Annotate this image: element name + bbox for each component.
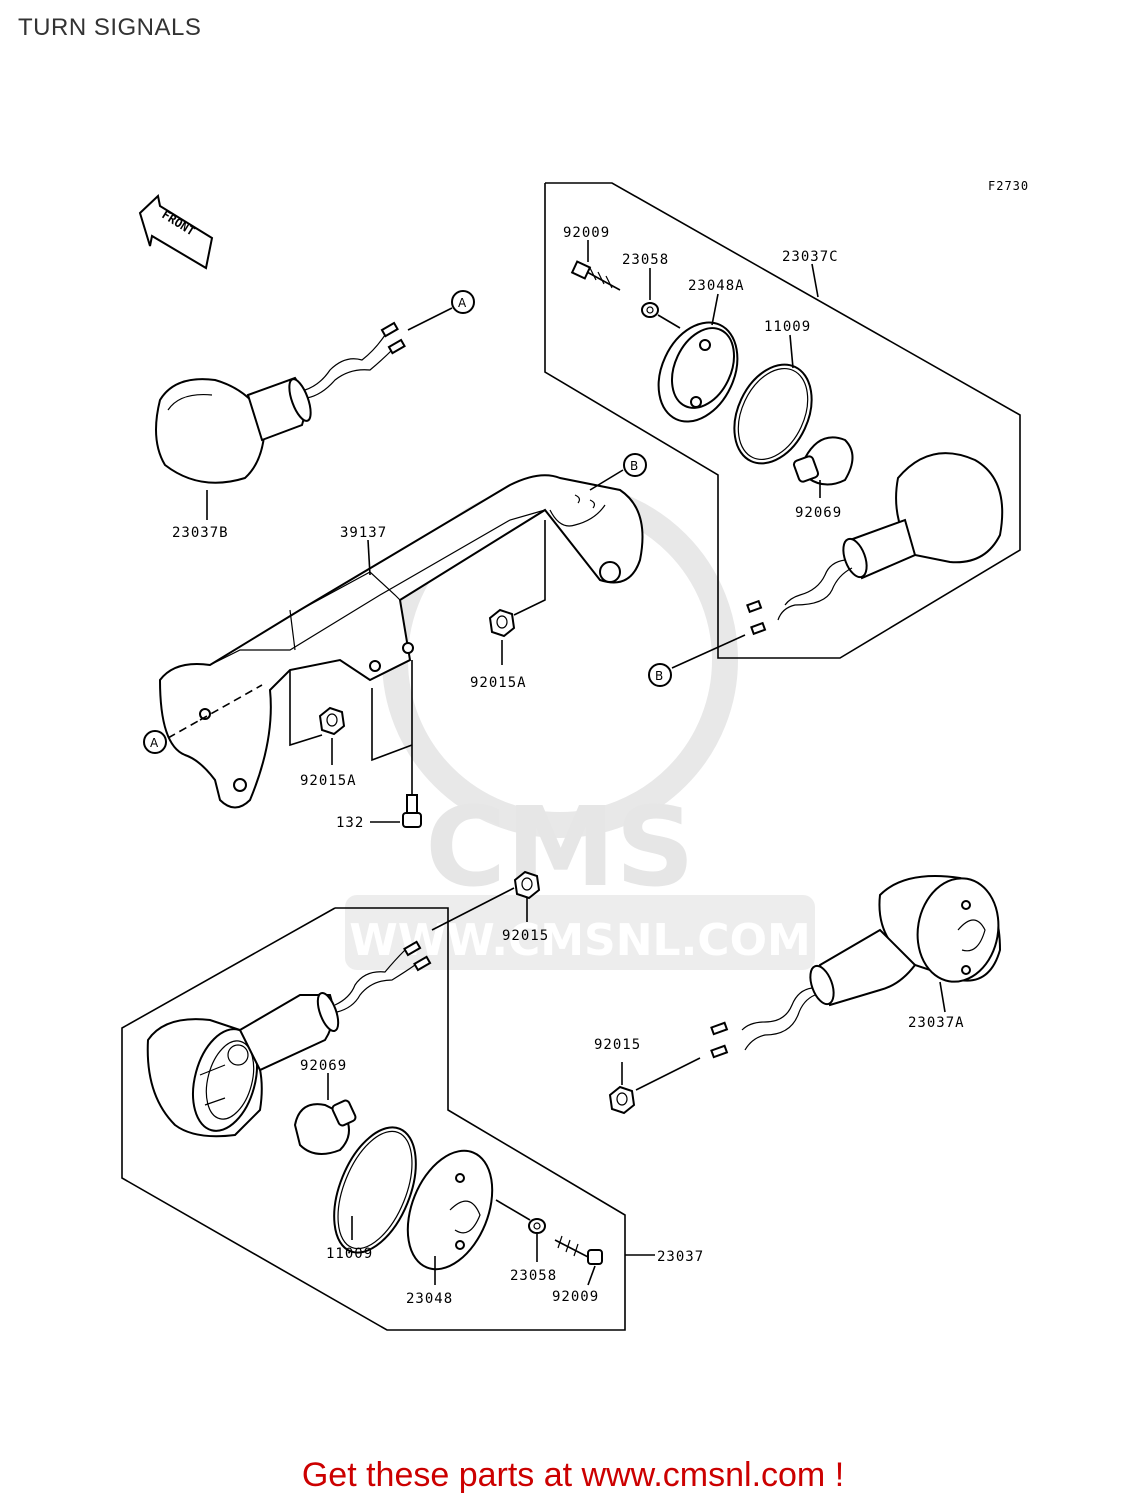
label-11009-bottom: 11009 bbox=[326, 1246, 373, 1262]
ref-b-right-label: B bbox=[655, 669, 663, 683]
bolt-132 bbox=[402, 794, 422, 828]
nut-92015a-left bbox=[318, 706, 346, 736]
lamp-23037a bbox=[710, 875, 1002, 1059]
label-39137: 39137 bbox=[340, 525, 387, 541]
leader-23037c bbox=[811, 263, 819, 298]
bulb-92069-bottom bbox=[293, 1099, 357, 1155]
label-92015a-left: 92015A bbox=[300, 773, 357, 789]
screw-92009-top bbox=[570, 260, 621, 291]
label-23037b: 23037B bbox=[172, 525, 229, 541]
lens-23048 bbox=[406, 1149, 494, 1271]
label-92015-mid: 92015 bbox=[502, 928, 549, 944]
screw-92009-bottom bbox=[554, 1235, 603, 1265]
nut-92015a-right bbox=[488, 608, 516, 638]
label-11009-top: 11009 bbox=[764, 319, 811, 335]
label-23058-bottom: 23058 bbox=[510, 1268, 557, 1284]
label-92009-top: 92009 bbox=[563, 225, 610, 241]
label-92069-top: 92069 bbox=[795, 505, 842, 521]
label-92015-lower: 92015 bbox=[594, 1037, 641, 1053]
label-92015a-right: 92015A bbox=[470, 675, 527, 691]
ref-marker-a-left bbox=[143, 730, 167, 754]
figure-code: F2730 bbox=[988, 179, 1029, 193]
ref-a-top-label: A bbox=[458, 296, 467, 310]
washer-23058-bottom bbox=[528, 1218, 546, 1234]
ref-marker-a-top bbox=[451, 290, 475, 314]
bulb-92069-top bbox=[792, 436, 854, 486]
page-title: TURN SIGNALS bbox=[18, 14, 202, 41]
label-23037a: 23037A bbox=[908, 1015, 965, 1031]
group-outline-23037 bbox=[121, 907, 626, 1331]
label-92009-bottom: 92009 bbox=[552, 1289, 599, 1305]
lamp-23037b bbox=[155, 321, 406, 484]
washer-23058-top bbox=[641, 302, 659, 318]
label-23037c: 23037C bbox=[782, 249, 839, 265]
ref-b-top-label: B bbox=[630, 459, 638, 473]
seal-ring-11009-bottom bbox=[333, 1126, 417, 1254]
label-92069-bottom: 92069 bbox=[300, 1058, 347, 1074]
lamp-23037c bbox=[746, 452, 1004, 636]
ref-marker-b-top bbox=[623, 453, 647, 477]
label-23058-top: 23058 bbox=[622, 252, 669, 268]
label-23048: 23048 bbox=[406, 1291, 453, 1307]
ref-a-left-label: A bbox=[150, 736, 159, 750]
label-132: 132 bbox=[336, 815, 364, 831]
front-arrow-icon: FRONT bbox=[138, 194, 214, 270]
label-23037: 23037 bbox=[657, 1249, 704, 1265]
label-23048a: 23048A bbox=[688, 278, 745, 294]
lens-23048a bbox=[657, 321, 739, 423]
watermark-url: WWW.CMSNL.COM bbox=[349, 915, 811, 966]
seal-ring-11009-top bbox=[733, 363, 813, 465]
watermark-brand: CMS bbox=[425, 783, 694, 911]
lamp-23037 bbox=[146, 940, 432, 1138]
nut-92015-mid bbox=[513, 870, 541, 900]
ref-marker-b-right bbox=[648, 663, 672, 687]
bracket-39137 bbox=[158, 474, 644, 809]
footer-link[interactable]: Get these parts at www.cmsnl.com ! bbox=[301, 1456, 845, 1494]
nut-92015-lower bbox=[608, 1085, 636, 1115]
group-outline-23037c bbox=[544, 182, 1021, 659]
